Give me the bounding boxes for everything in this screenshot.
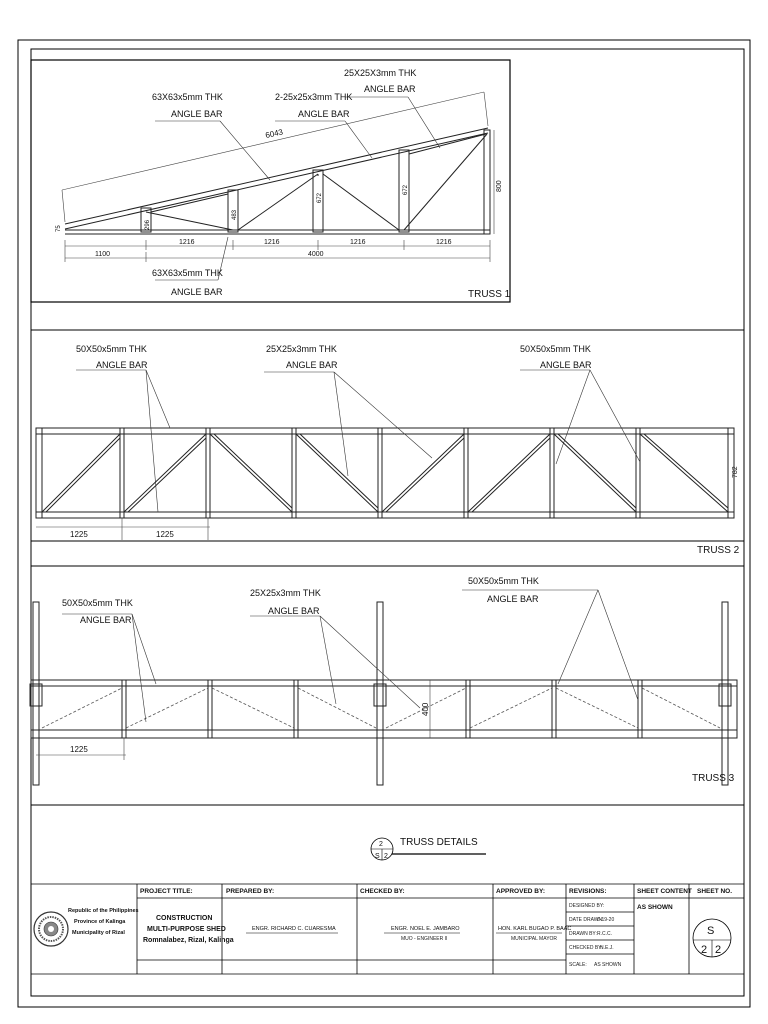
sheet-no-total: 2	[715, 944, 721, 956]
truss1-callout-top-left-2: ANGLE BAR	[171, 109, 223, 119]
truss3-leader-lines	[62, 589, 639, 723]
checked-by-label: CHECKED BY:	[360, 888, 405, 895]
detail-title: 2 S 2 TRUSS DETAILS	[370, 837, 486, 861]
project-title-line3: Romnalabez, Rizal, Kalinga	[143, 937, 234, 944]
truss1-dim-post-small: 75	[56, 225, 62, 232]
revision-label-2: DRAWN BY:	[569, 931, 597, 937]
prepared-by-name: ENGR. RICHARD C. CUARESMA	[252, 926, 336, 932]
truss3-callout-right-1: 50X50x5mm THK	[468, 576, 539, 586]
truss1-dim-lines	[64, 240, 491, 262]
truss2-callout-right-2: ANGLE BAR	[540, 360, 592, 370]
sheet-no-letter: S	[707, 925, 714, 937]
truss3-label: TRUSS 3	[692, 773, 735, 784]
truss2-callout-right-1: 50X50x5mm THK	[520, 344, 591, 354]
truss2-callout-left-1: 50X50x5mm THK	[76, 344, 147, 354]
truss1-callout-top-right-1: 25X25X3mm THK	[344, 68, 416, 78]
truss1-leader-lines	[155, 96, 441, 281]
revision-label-4: SCALE:	[569, 962, 587, 968]
truss1-dim-panel3: 1216	[350, 239, 366, 246]
sheet-content-value: AS SHOWN	[637, 904, 673, 911]
truss2-dim-panel2: 1225	[156, 530, 174, 539]
municipal-seal-logo	[33, 911, 69, 947]
project-title-line1: CONSTRUCTION	[156, 915, 212, 922]
truss2-callout-mid-1: 25X25x3mm THK	[266, 344, 337, 354]
detail-bubble-right: 2	[384, 853, 388, 860]
detail-bubble-left: S	[375, 853, 380, 860]
revision-value-4: AS SHOWN	[594, 962, 622, 968]
truss2-panel: 1225 1225 782 50X50x5mm THK ANGLE BAR 25…	[31, 344, 744, 567]
truss3-dim-panel1: 1225	[70, 745, 88, 754]
truss2-leader-lines	[76, 369, 641, 513]
revision-label-1: DATE DRAWN:	[569, 917, 603, 923]
truss2-callout-mid-2: ANGLE BAR	[286, 360, 338, 370]
project-title-line2: MULTI-PURPOSE SHED	[147, 926, 226, 933]
prepared-by-label: PREPARED BY:	[226, 888, 274, 895]
truss3-callout-mid-1: 25X25x3mm THK	[250, 588, 321, 598]
truss3-panel: 1225 400 50X50x5mm THK ANGLE BAR 25X25x3…	[29, 576, 744, 806]
truss1-dim-overhang: 1100	[95, 251, 110, 258]
truss1-callout-top-left-1: 63X63x5mm THK	[152, 92, 223, 102]
republic-line1: Republic of the Philippines	[68, 908, 139, 914]
truss3-callout-left-2: ANGLE BAR	[80, 615, 132, 625]
truss1-members	[64, 127, 491, 235]
truss3-members	[29, 601, 738, 786]
truss1-callout-top-mid-2: ANGLE BAR	[298, 109, 350, 119]
revision-value-2: R.C.C.	[597, 931, 612, 937]
truss1-callout-top-mid-1: 2-25x25x3mm THK	[275, 92, 352, 102]
truss1-dim-panel2: 1216	[264, 239, 280, 246]
truss1-dim-post3: 672	[317, 192, 323, 203]
truss1-callout-bottom-2: ANGLE BAR	[171, 287, 223, 297]
revision-label-0: DESIGNED BY:	[569, 903, 604, 909]
truss2-dim-height: 782	[732, 466, 739, 478]
truss3-callout-mid-2: ANGLE BAR	[268, 606, 320, 616]
truss2-label: TRUSS 2	[697, 545, 740, 556]
revision-label-3: CHECKED BY:	[569, 945, 603, 951]
truss1-callout-bottom-1: 63X63x5mm THK	[152, 268, 223, 278]
truss3-diagonals	[41, 687, 721, 729]
approved-by-role: MUNICIPAL MAYOR	[511, 936, 557, 942]
truss3-dim-height: 400	[421, 702, 430, 716]
truss2-callout-left-2: ANGLE BAR	[96, 360, 148, 370]
revision-value-3: N.E.J.	[600, 945, 614, 951]
detail-title-text: TRUSS DETAILS	[400, 837, 478, 848]
truss1-label: TRUSS 1	[468, 289, 511, 300]
detail-bubble-top: 2	[379, 841, 383, 848]
revision-value-1: 6-19-20	[597, 917, 614, 923]
truss1-dim-slope: 6043	[265, 127, 285, 140]
sheet-outer-border	[17, 39, 751, 1008]
truss1-dim-post2: 483	[232, 209, 238, 220]
revisions-label: REVISIONS:	[569, 888, 607, 895]
truss1-callout-top-right-2: ANGLE BAR	[364, 84, 416, 94]
truss1-dim-end-height: 800	[496, 180, 503, 192]
checked-by-name: ENGR. NOEL E. JAMBARO	[391, 926, 460, 932]
truss1-dim-span: 4000	[308, 251, 324, 258]
approved-by-label: APPROVED BY:	[496, 888, 545, 895]
republic-line2: Province of Kalinga	[74, 919, 126, 925]
truss2-dim-panel1: 1225	[70, 530, 88, 539]
truss1-dim-post1: 296	[145, 219, 151, 230]
truss2-members	[35, 427, 735, 519]
approved-by-name: HON. KARL BUGAO P. BAAC	[498, 926, 571, 932]
truss3-callout-left-1: 50X50x5mm THK	[62, 598, 133, 608]
truss1-frame	[30, 59, 511, 303]
sheet-no-label: SHEET NO.	[697, 888, 732, 895]
truss1-dim-post4: 672	[403, 184, 409, 195]
sheet-no-number: 2	[701, 944, 707, 956]
checked-by-role: MUO - ENGINEER II	[401, 936, 447, 942]
republic-line3: Municipality of Rizal	[72, 930, 125, 936]
truss1-slope-dim-line	[61, 91, 485, 191]
title-block: Republic of the Philippines Province of …	[31, 883, 744, 975]
sheet-content-label: SHEET CONTENT	[637, 888, 692, 895]
truss3-callout-right-2: ANGLE BAR	[487, 594, 539, 604]
truss1-dim-panel1: 1216	[179, 239, 195, 246]
truss1-panel: 6043 75 296 483 672 672 800 1216 1216 12…	[30, 59, 744, 331]
truss1-dim-panel4: 1216	[436, 239, 452, 246]
project-title-label: PROJECT TITLE:	[140, 888, 193, 895]
sheet-inner-border	[30, 48, 745, 997]
